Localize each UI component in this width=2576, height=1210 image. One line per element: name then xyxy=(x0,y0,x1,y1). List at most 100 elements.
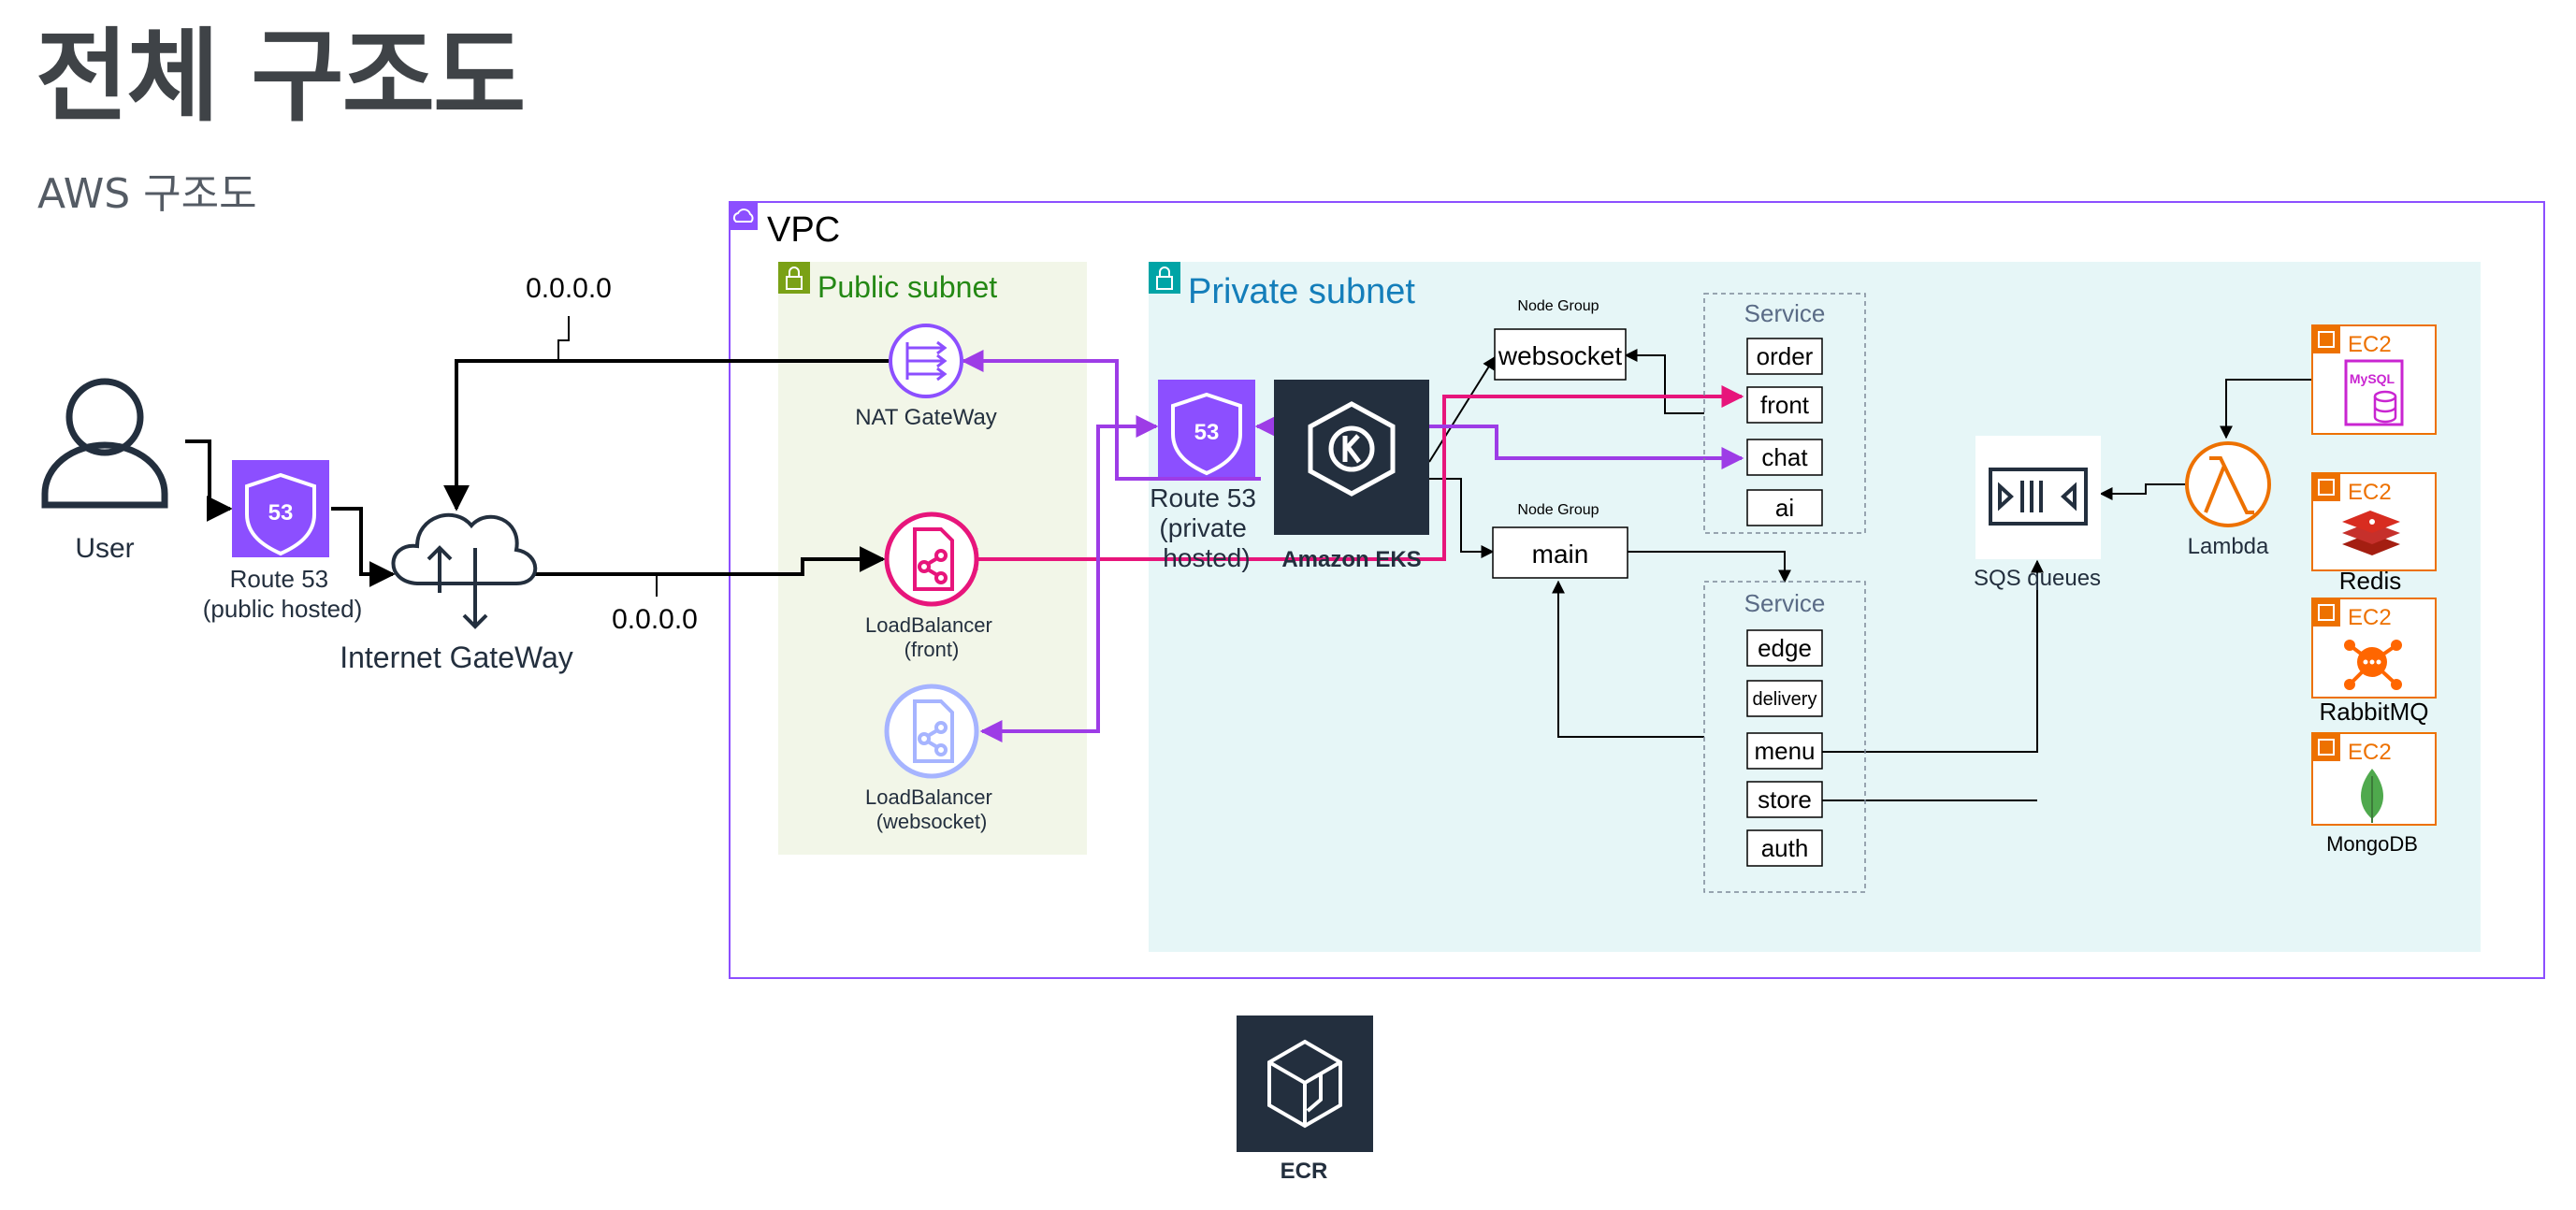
ec2-mysql-node[interactable]: EC2 MySQL xyxy=(2311,324,2437,435)
lambda-icon xyxy=(2204,456,2254,514)
ec2-icon xyxy=(2312,598,2340,627)
svg-text:edge: edge xyxy=(1758,634,1812,662)
service-item-ai[interactable] xyxy=(1746,489,1823,526)
main-box[interactable] xyxy=(1492,526,1628,579)
lock-icon xyxy=(1149,262,1180,294)
lambda-label: Lambda xyxy=(2188,534,2269,559)
document-share-icon xyxy=(913,527,954,591)
service-bottom-group: Service edge delivery menu store auth xyxy=(1703,581,1866,893)
service-item-menu[interactable] xyxy=(1746,732,1823,770)
link-service-main xyxy=(1552,580,1704,738)
nat-gateway-node[interactable]: NAT GateWay xyxy=(855,324,997,430)
user-label: User xyxy=(75,533,134,564)
svg-text:store: store xyxy=(1758,785,1812,814)
svg-text:EC2: EC2 xyxy=(2348,605,2392,630)
page-title: 전체 구조도 xyxy=(36,19,526,136)
svg-text:front: front xyxy=(1760,391,1810,419)
svg-text:MySQL: MySQL xyxy=(2350,371,2395,386)
link-route53-igw xyxy=(331,507,396,587)
ec2-mongodb-node[interactable]: EC2 MongoDB xyxy=(2311,732,2437,856)
vpc-icon xyxy=(730,202,758,230)
link-nat-igw xyxy=(443,359,889,511)
ip-label-bottom: 0.0.0.0 xyxy=(612,604,698,635)
link-mysql-lambda xyxy=(2220,379,2312,439)
svg-text:chat: chat xyxy=(1761,443,1808,471)
public-subnet-label: Public subnet xyxy=(818,270,997,304)
redis-icon xyxy=(2342,511,2400,555)
private-subnet-label: Private subnet xyxy=(1188,272,1415,311)
internet-gateway-label: Internet GateWay xyxy=(340,641,573,674)
shield-icon xyxy=(245,472,316,556)
eks-node[interactable]: Amazon EKS xyxy=(1274,380,1429,572)
svg-text:order: order xyxy=(1757,342,1814,370)
kubernetes-icon xyxy=(1308,401,1396,497)
link-user-route53 xyxy=(185,439,233,522)
page-subtitle: AWS 구조도 xyxy=(37,170,257,218)
node-group-label-2: Node Group xyxy=(1517,502,1599,518)
link-igw-lbfront xyxy=(516,546,886,576)
mysql-database-icon: MySQL xyxy=(2344,359,2404,426)
nat-gateway-label: NAT GateWay xyxy=(855,405,997,430)
loadbalancer-websocket-node[interactable]: LoadBalancer (websocket) xyxy=(865,684,998,833)
nat-gateway-icon xyxy=(905,340,948,382)
redis-label: Redis xyxy=(2339,567,2401,595)
route53-public-label: Route 53 (public hosted) xyxy=(203,565,363,623)
svg-text:delivery: delivery xyxy=(1753,689,1817,710)
route53-public-node[interactable]: 53 Route 53 (public hosted) xyxy=(203,460,363,623)
link-lambda-sqs xyxy=(2099,483,2185,500)
ec2-icon xyxy=(2312,473,2340,501)
ecr-cube-icon xyxy=(1267,1039,1342,1129)
svg-text:53: 53 xyxy=(268,500,294,526)
queue-icon xyxy=(1989,468,2088,526)
loadbalancer-websocket-label: LoadBalancer (websocket) xyxy=(865,785,998,833)
user-node[interactable]: User xyxy=(41,378,168,564)
lock-icon xyxy=(778,262,810,294)
ec2-icon xyxy=(2312,325,2340,353)
connectors xyxy=(185,316,2312,801)
ecr-label: ECR xyxy=(1281,1159,1328,1184)
rabbitmq-label: RabbitMQ xyxy=(2319,698,2428,726)
internet-gateway-node[interactable]: Internet GateWay xyxy=(340,512,573,674)
document-share-icon xyxy=(913,699,954,763)
service-item-delivery[interactable] xyxy=(1746,680,1823,717)
service-item-auth[interactable] xyxy=(1746,829,1823,867)
loadbalancer-front-label: LoadBalancer (front) xyxy=(865,613,998,661)
svg-text:EC2: EC2 xyxy=(2348,480,2392,505)
ip-label-top: 0.0.0.0 xyxy=(526,273,612,304)
link-menu-sqs xyxy=(1822,559,2044,753)
main-label: main xyxy=(1532,540,1589,569)
service-item-front[interactable] xyxy=(1746,386,1823,424)
sqs-label: SQS queues xyxy=(1974,566,2101,591)
eks-label: Amazon EKS xyxy=(1281,547,1421,572)
sqs-node[interactable]: SQS queues xyxy=(1974,436,2101,591)
mongodb-label: MongoDB xyxy=(2326,832,2418,856)
ecr-node[interactable]: ECR xyxy=(1237,1016,1373,1184)
link-lbws-route53 xyxy=(979,415,1159,742)
service-item-edge[interactable] xyxy=(1746,629,1823,667)
websocket-box[interactable] xyxy=(1494,328,1627,381)
service-item-store[interactable] xyxy=(1746,781,1823,818)
svg-text:auth: auth xyxy=(1761,834,1809,862)
vpc-group: VPC xyxy=(729,201,2545,979)
link-lbfront-eks-front xyxy=(955,385,1744,570)
loadbalancer-front-node[interactable]: LoadBalancer (front) xyxy=(865,511,998,661)
rabbitmq-icon xyxy=(2344,640,2402,690)
shield-icon xyxy=(1171,392,1242,476)
svg-text:53: 53 xyxy=(1194,420,1220,445)
svg-text:EC2: EC2 xyxy=(2348,740,2392,765)
lambda-node[interactable]: Lambda xyxy=(2185,441,2271,559)
vpc-label: VPC xyxy=(767,210,840,250)
ec2-redis-node[interactable]: EC2 Redis xyxy=(2311,472,2437,595)
service-item-chat[interactable] xyxy=(1746,439,1823,476)
ec2-rabbitmq-node[interactable]: EC2 RabbitMQ xyxy=(2311,598,2437,726)
ec2-icon xyxy=(2312,733,2340,761)
svg-text:ai: ai xyxy=(1775,494,1794,522)
mongodb-leaf-icon xyxy=(2361,769,2383,823)
ip-tick-top xyxy=(557,316,570,361)
service-top-title: Service xyxy=(1744,299,1826,327)
service-item-order[interactable] xyxy=(1746,338,1823,375)
svg-text:menu: menu xyxy=(1754,737,1815,765)
route53-private-node[interactable]: 53 Route 53 (private hosted) xyxy=(1150,380,1263,572)
service-top-group: Service order front chat ai xyxy=(1703,293,1866,534)
